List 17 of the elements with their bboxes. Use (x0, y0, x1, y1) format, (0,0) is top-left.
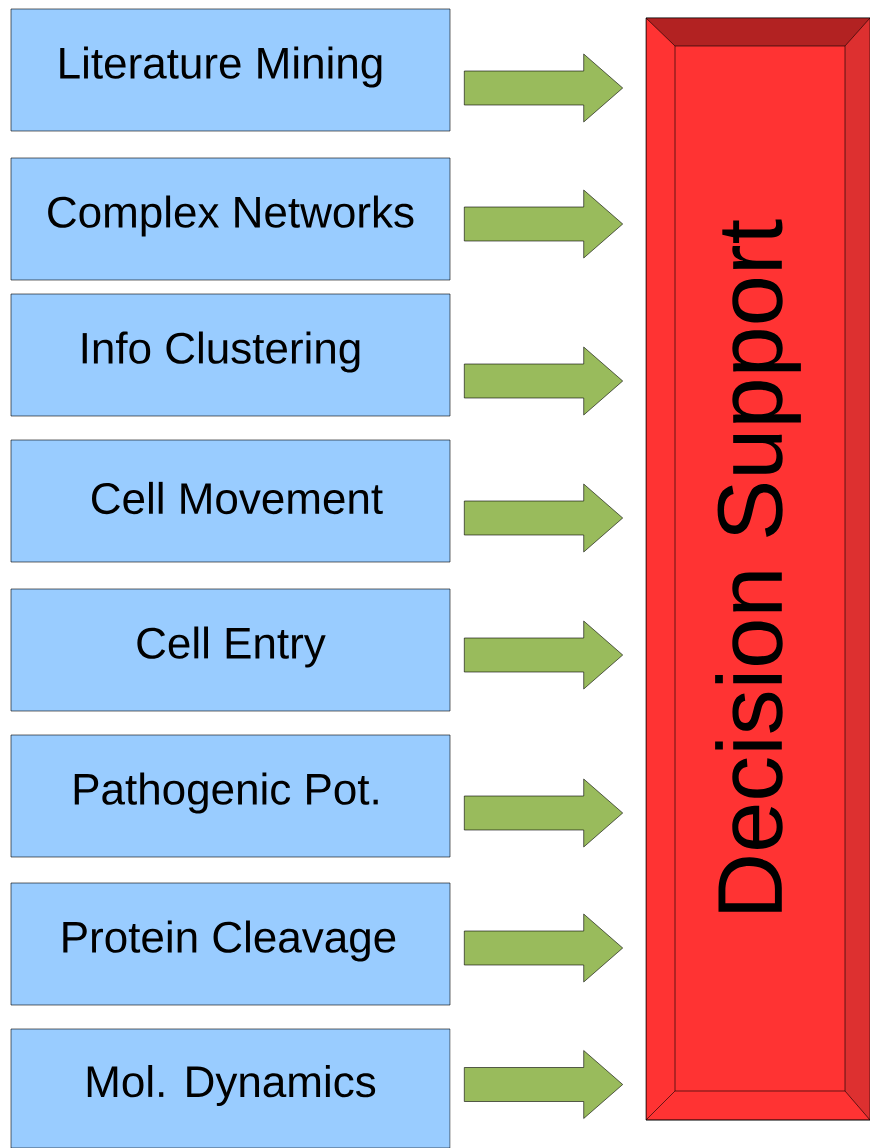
process-box: Pathogenic Pot. (10, 734, 451, 858)
process-box: Cell Entry (10, 588, 451, 712)
process-box: Mol. Dynamics (10, 1028, 451, 1148)
block-arrow (464, 346, 623, 416)
block-arrow (464, 53, 623, 123)
block-arrow (464, 189, 623, 259)
block-arrow (464, 778, 623, 848)
process-box: Cell Movement (10, 439, 451, 563)
block-arrow (464, 913, 623, 983)
block-arrow (464, 1050, 623, 1119)
process-box: Literature Mining (10, 8, 451, 132)
decision-bar: Decision Support (645, 17, 870, 1121)
process-box: Protein Cleavage (10, 882, 451, 1006)
block-arrow (464, 620, 623, 690)
block-arrow (464, 483, 623, 553)
process-box: Complex Networks (10, 157, 451, 281)
process-box: Info Clustering (10, 293, 451, 417)
